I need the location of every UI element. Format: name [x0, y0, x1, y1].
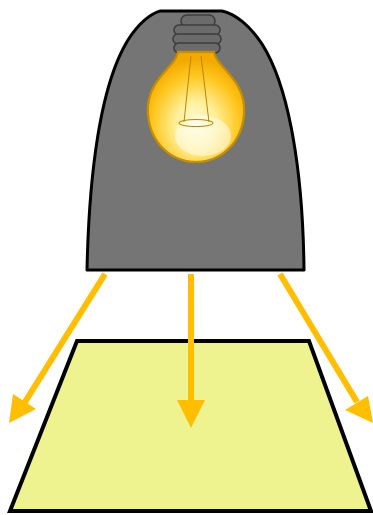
bulb-glow: [175, 116, 231, 156]
arrowhead: [9, 394, 36, 423]
